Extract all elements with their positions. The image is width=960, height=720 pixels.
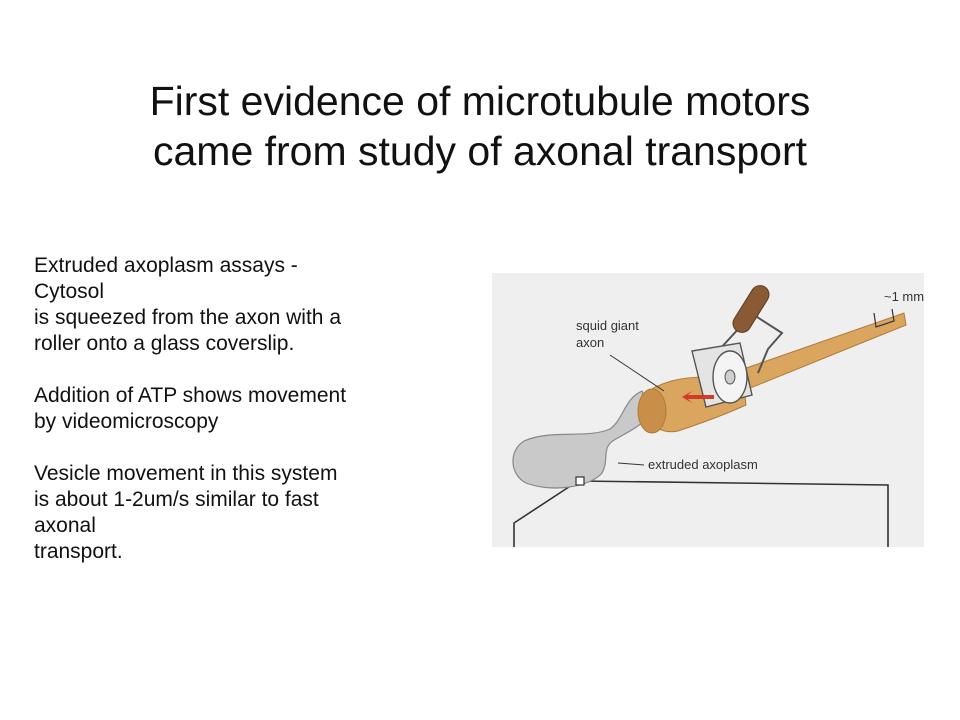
label-squid-giant: squid giant xyxy=(576,318,639,333)
axon-end xyxy=(637,388,667,434)
label-scale: ~1 mm xyxy=(884,289,924,304)
observation-square xyxy=(575,476,585,486)
axoplasm-diagram: ~1 mm squid giant axon extruded axoplasm xyxy=(492,273,924,547)
title-line-1: First evidence of microtubule motors xyxy=(149,78,811,124)
roller-hub xyxy=(724,369,736,385)
extruded-axoplasm-shape xyxy=(512,390,651,489)
roller-grip xyxy=(732,285,770,333)
leader-line-extruded xyxy=(617,462,645,466)
slide-title: First evidence of microtubule motors cam… xyxy=(0,76,960,176)
text-line: Addition of ATP shows movement xyxy=(34,384,347,407)
leader-line-axon xyxy=(609,354,665,392)
text-line: Extruded axoplasm assays - xyxy=(34,254,298,277)
body-text: Extruded axoplasm assays - Cytosol is sq… xyxy=(34,253,454,591)
axon-far xyxy=(731,312,907,394)
label-extruded-axoplasm: extruded axoplasm xyxy=(648,457,758,472)
text-line: is about 1-2um/s similar to fast xyxy=(34,488,319,511)
text-line: transport. xyxy=(34,540,123,563)
paragraph-extruded-assay: Extruded axoplasm assays - Cytosol is sq… xyxy=(34,253,454,357)
coverslip-outline xyxy=(513,480,889,547)
text-line: roller onto a glass coverslip. xyxy=(34,332,295,355)
title-line-2: came from study of axonal transport xyxy=(152,128,808,174)
text-line: axonal xyxy=(34,514,96,537)
label-axon: axon xyxy=(576,335,604,350)
paragraph-vesicle-movement: Vesicle movement in this system is about… xyxy=(34,461,454,565)
text-line: Cytosol xyxy=(34,280,105,303)
scale-bracket xyxy=(873,308,895,328)
diagram-svg: ~1 mm squid giant axon extruded axoplasm xyxy=(512,285,924,547)
paragraph-atp: Addition of ATP shows movement by videom… xyxy=(34,383,454,435)
text-line: is squeezed from the axon with a xyxy=(34,306,342,329)
text-line: Vesicle movement in this system xyxy=(34,462,338,485)
text-line: by videomicroscopy xyxy=(34,410,219,433)
